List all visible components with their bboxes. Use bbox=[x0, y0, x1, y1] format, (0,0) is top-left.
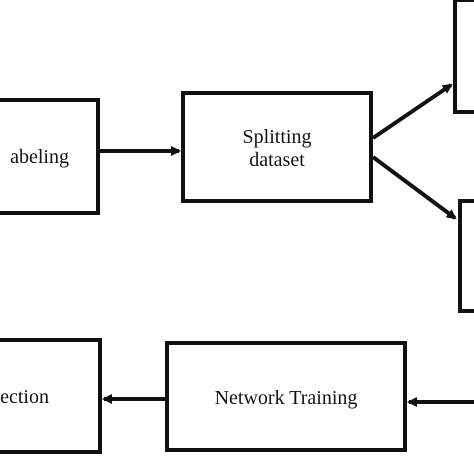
top-right-box bbox=[453, 0, 474, 114]
network-training-node: Network Training bbox=[165, 341, 407, 452]
labeling-box bbox=[0, 98, 100, 215]
network-training-label: Network Training bbox=[215, 387, 358, 409]
splitting-dataset-node: Splitting dataset bbox=[181, 91, 373, 203]
arrow-splitting-to-top-right bbox=[371, 83, 453, 140]
splitting-dataset-label-line2: dataset bbox=[249, 149, 305, 171]
splitting-dataset-box bbox=[181, 91, 373, 203]
arrow-splitting-to-right-middle bbox=[371, 155, 457, 220]
detection-node: ection bbox=[0, 338, 102, 454]
network-training-box bbox=[165, 341, 407, 452]
detection-label: ection bbox=[0, 386, 49, 408]
splitting-dataset-label-line1: Splitting bbox=[243, 126, 312, 148]
labeling-node: abeling bbox=[0, 98, 100, 215]
right-middle-box bbox=[458, 199, 474, 313]
labeling-label: abeling bbox=[10, 146, 69, 168]
detection-box bbox=[0, 338, 102, 454]
